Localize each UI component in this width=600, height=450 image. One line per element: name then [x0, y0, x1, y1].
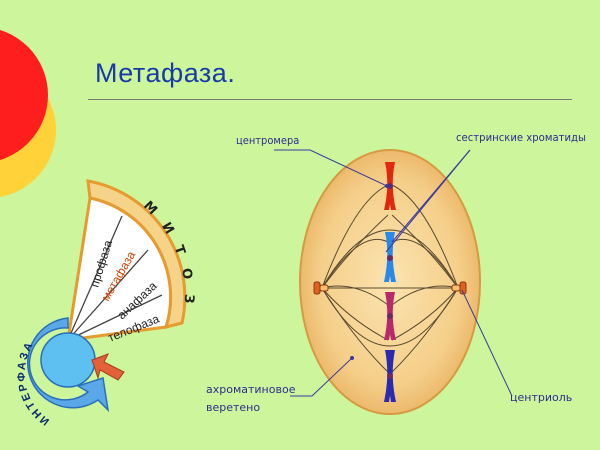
- transition-arrow-icon: [91, 353, 125, 381]
- title-underline: [88, 99, 572, 100]
- divider: [67, 215, 123, 341]
- centriole-left: [313, 281, 329, 295]
- cell-diagram: центромера сестринские хроматиды ахромат…: [206, 132, 586, 415]
- leader-lines: [274, 149, 513, 397]
- corner-red-circle: [0, 30, 48, 160]
- centromere-dot: [385, 184, 389, 188]
- phases-sector: [66, 196, 173, 342]
- label-centromere: центромера: [236, 134, 299, 147]
- mitosis-wheel: митоз профаза метафаза анафаза телофаза …: [16, 179, 187, 427]
- interphase-arrow: [27, 317, 110, 413]
- chromosome-2: [384, 232, 396, 282]
- cell-body: [299, 149, 481, 415]
- spindle-dot: [350, 356, 354, 360]
- chromosome-3: [384, 292, 396, 340]
- interphase-core: [40, 332, 96, 388]
- slide-title: Метафаза.: [95, 58, 236, 88]
- divider: [67, 294, 163, 341]
- label-spindle-line1: ахроматиновое: [206, 383, 296, 396]
- centriole-right: [451, 281, 467, 295]
- divider: [67, 249, 149, 341]
- label-spindle-line2: веретено: [206, 401, 260, 414]
- label-centriole: центриоль: [510, 391, 572, 404]
- label-sister-chromatids: сестринские хроматиды: [456, 132, 586, 144]
- spindle-fibers: [321, 184, 459, 373]
- chromosome-4: [384, 350, 396, 402]
